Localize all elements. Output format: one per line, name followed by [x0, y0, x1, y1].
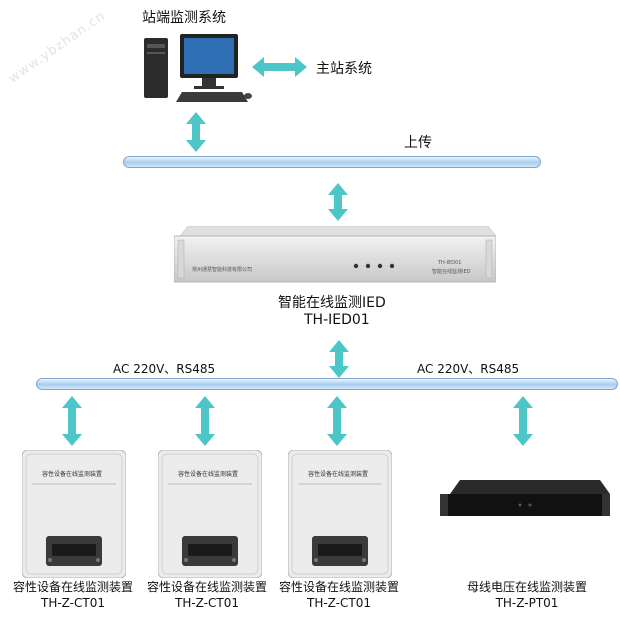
double-arrow-icon: [252, 57, 307, 77]
device-model-3: TH-Z-CT01: [306, 596, 371, 610]
double-arrow-icon: [327, 396, 347, 446]
upload-label: 上传: [404, 135, 432, 151]
watermark: www.ybzhan.cn: [6, 8, 109, 87]
device-name-3: 容性设备在线监测装置: [278, 580, 399, 594]
device-model-2: TH-Z-CT01: [174, 596, 239, 610]
double-arrow-icon: [186, 112, 206, 152]
ct-box-label-2: 容性设备在线监测装置: [178, 471, 239, 478]
double-arrow-icon: [328, 183, 348, 221]
ied-front-company: 常州通慧智能科技有限公司: [192, 267, 253, 273]
device-name-4: 母线电压在线监测装置: [466, 580, 587, 594]
ied-name: 智能在线监测IED: [278, 295, 386, 311]
device-model-1: TH-Z-CT01: [40, 596, 105, 610]
double-arrow-icon: [329, 340, 349, 378]
bus-left-label: AC 220V、RS485: [113, 362, 216, 376]
device-name-2: 容性设备在线监测装置: [146, 580, 267, 594]
ct-device-3: [287, 449, 393, 579]
device-model-4: TH-Z-PT01: [495, 596, 559, 610]
bus-right-label: AC 220V、RS485: [417, 362, 520, 376]
ct-box-label-3: 容性设备在线监测装置: [308, 471, 369, 478]
ied-model: TH-IED01: [304, 312, 370, 328]
master-system-label: 主站系统: [316, 61, 372, 77]
ied-front-model: TH-IED01: [438, 260, 462, 266]
ct-device-1: [21, 449, 127, 579]
double-arrow-icon: [195, 396, 215, 446]
double-arrow-icon: [513, 396, 533, 446]
device-name-1: 容性设备在线监测装置: [12, 580, 133, 594]
ct-box-label-1: 容性设备在线监测装置: [42, 471, 103, 478]
station-system-label: 站端监测系统: [142, 10, 226, 26]
upload-bus: [123, 156, 541, 168]
ied-front-title: 智能在线监测IED: [432, 269, 471, 275]
computer-icon: [142, 30, 252, 108]
ied-device: [173, 225, 497, 286]
double-arrow-icon: [62, 396, 82, 446]
pt-device: [440, 480, 610, 522]
field-bus: [36, 378, 618, 390]
